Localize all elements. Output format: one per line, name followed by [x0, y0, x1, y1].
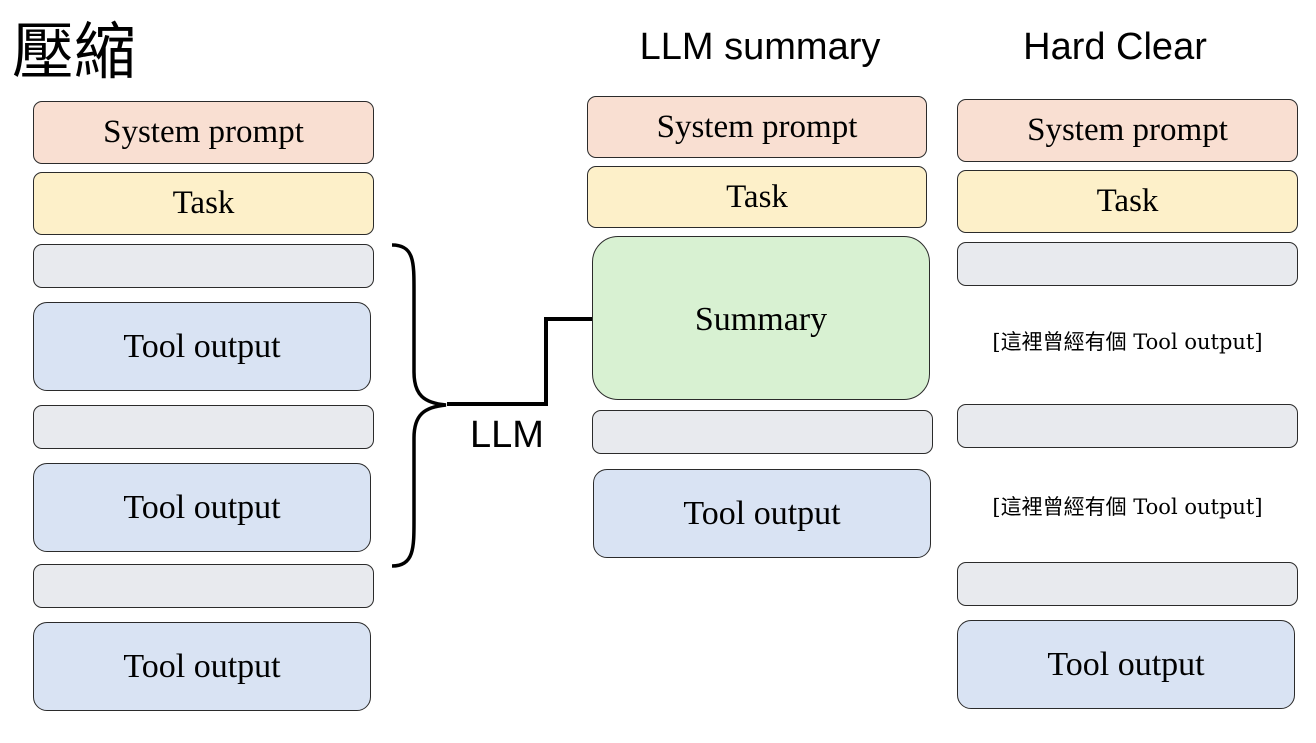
summary-task-block: Task	[587, 166, 927, 228]
page-title: 壓縮	[12, 15, 137, 88]
llm-arrow-label: LLM	[470, 414, 544, 456]
left-tool-output-block-2: Tool output	[33, 463, 371, 552]
summary-system-prompt-block: System prompt	[587, 96, 927, 158]
arrow-line	[447, 317, 635, 406]
left-tool-output-block-3: Tool output	[33, 622, 371, 711]
summary-block: Summary	[592, 236, 930, 400]
clear-message-block-3	[957, 562, 1298, 606]
summary-tool-output-block: Tool output	[593, 469, 931, 558]
left-system-prompt-block: System prompt	[33, 101, 374, 164]
clear-message-block-1	[957, 242, 1298, 286]
left-message-block-3	[33, 564, 374, 608]
left-message-block-2	[33, 405, 374, 449]
left-task-block: Task	[33, 172, 374, 235]
cleared-tool-output-placeholder-1: [這裡曾經有個 Tool output]	[992, 330, 1263, 354]
clear-task-block: Task	[957, 170, 1298, 233]
cleared-tool-output-placeholder-2: [這裡曾經有個 Tool output]	[992, 495, 1263, 519]
clear-message-block-2	[957, 404, 1298, 448]
left-message-block-1	[33, 244, 374, 288]
clear-tool-output-block: Tool output	[957, 620, 1295, 709]
summary-message-block	[592, 410, 933, 454]
left-tool-output-block-1: Tool output	[33, 302, 371, 391]
llm-summary-title: LLM summary	[639, 26, 881, 68]
hard-clear-title: Hard Clear	[1023, 26, 1207, 68]
clear-system-prompt-block: System prompt	[957, 99, 1298, 162]
curly-brace	[391, 243, 447, 568]
